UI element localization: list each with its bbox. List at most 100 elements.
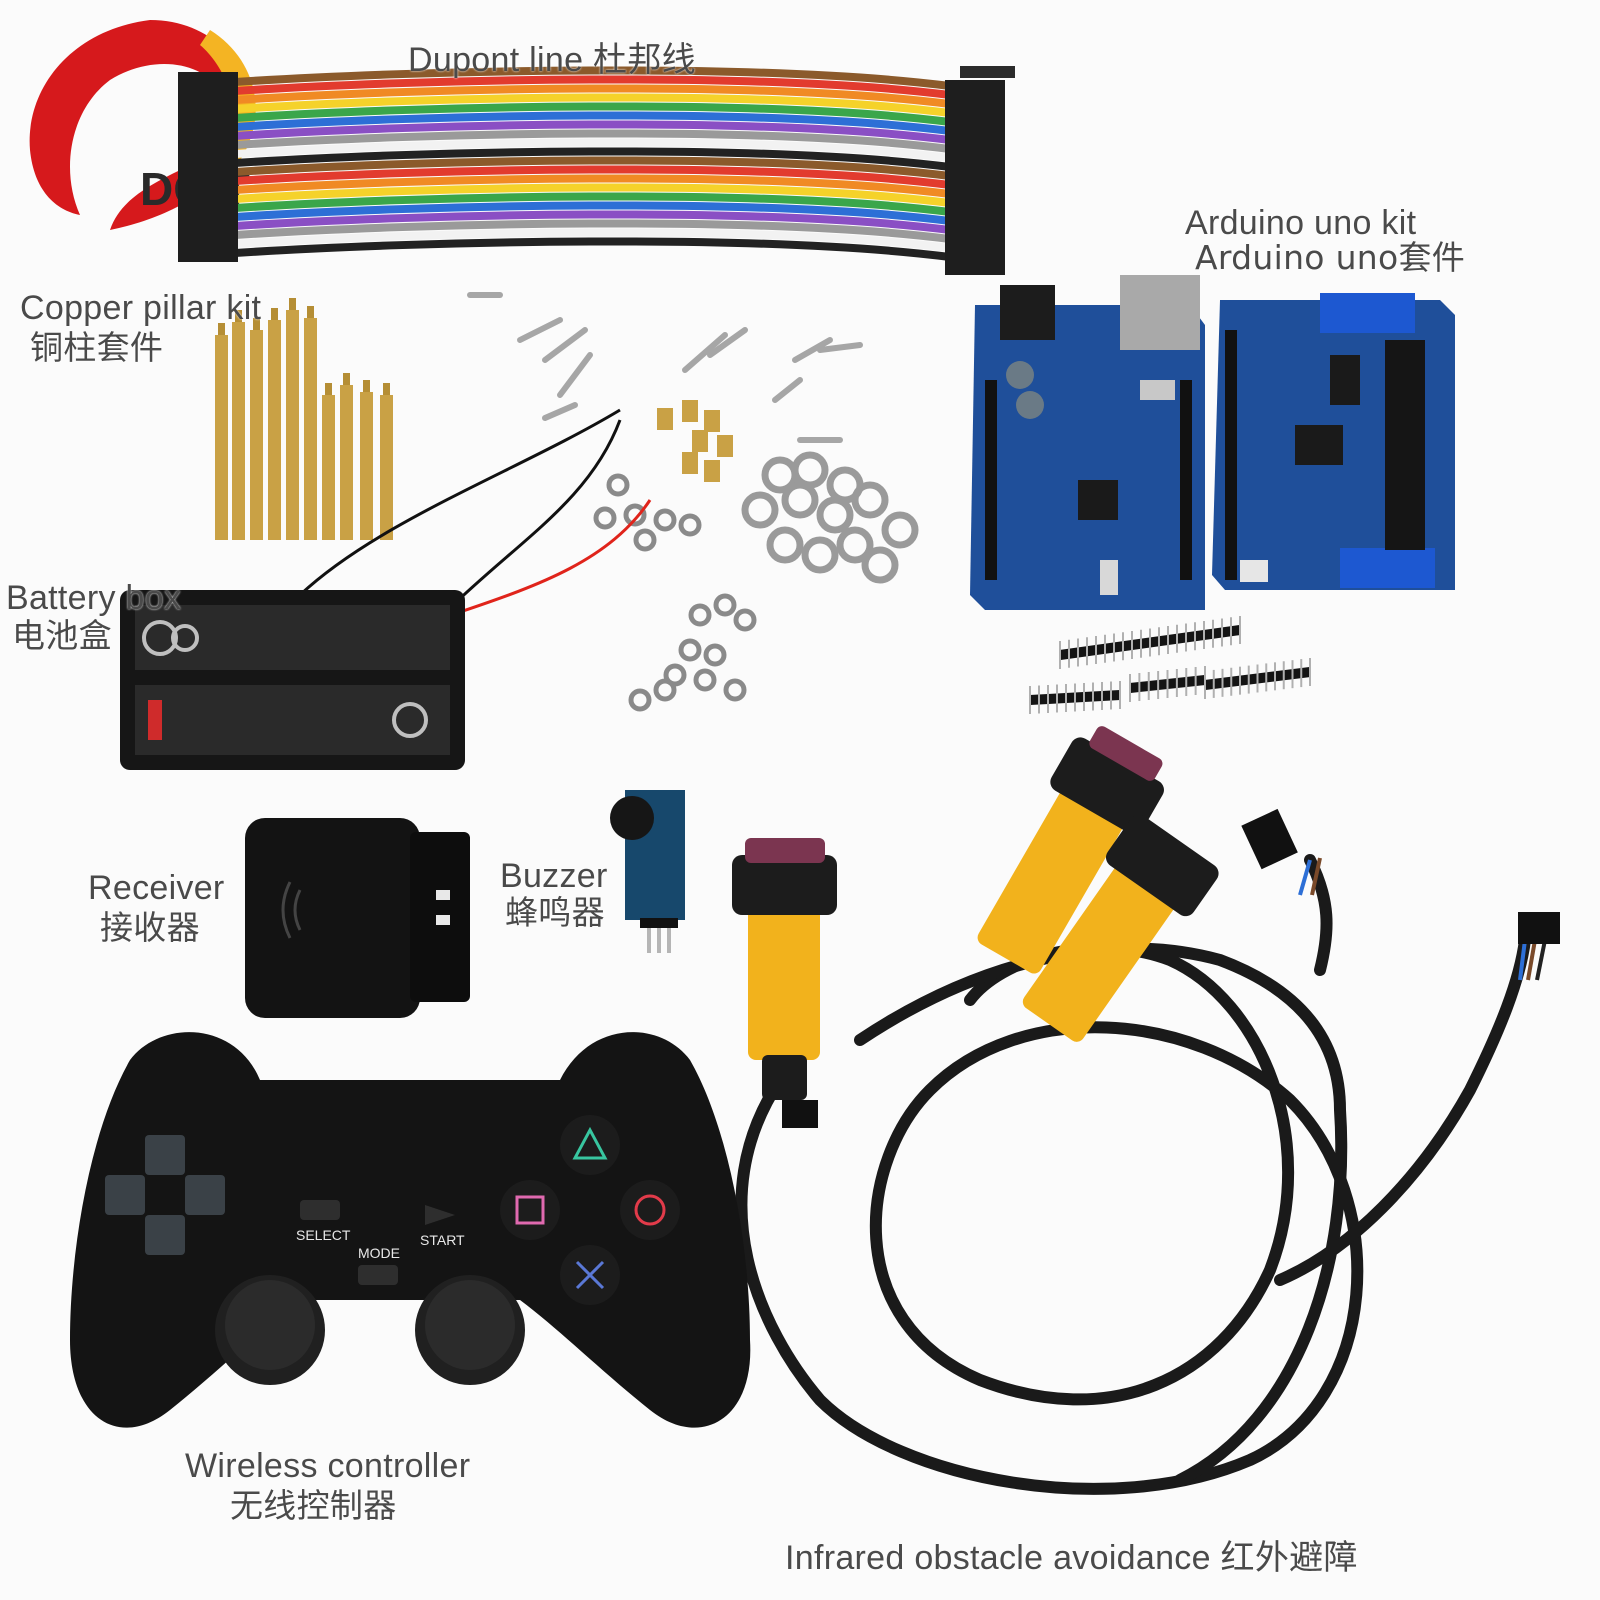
nut [733, 608, 757, 632]
dupont-wire [234, 147, 951, 171]
wireless-controller: SELECT MODE START [70, 1032, 751, 1428]
label-arduino-zh: Arduino uno套件 [1195, 238, 1466, 277]
nut [723, 678, 747, 702]
brass-standoff [682, 452, 698, 474]
dupont-wire [234, 75, 951, 99]
nut [703, 643, 727, 667]
brass-pillar [360, 392, 373, 540]
label-arduino-en: Arduino uno kit [1185, 204, 1417, 242]
dupont-wire [234, 156, 951, 180]
brass-pillar [268, 320, 281, 540]
screw [707, 327, 748, 358]
ir-connector-left [782, 1100, 818, 1128]
buzzer-module [610, 790, 685, 953]
label-buzzer-zh: 蜂鸣器 [505, 893, 605, 932]
label-battery-zh: 电池盒 [12, 616, 112, 655]
dupont-wire [234, 210, 951, 234]
nut [678, 513, 702, 537]
brass-standoff [692, 430, 708, 452]
screw [557, 352, 593, 398]
mode-button [358, 1265, 398, 1285]
brass-pillar [286, 310, 299, 540]
dupont-wire [234, 219, 951, 243]
nut [593, 506, 617, 530]
label-controller-en: Wireless controller [185, 1447, 471, 1485]
dupont-wire [234, 84, 951, 108]
nut [623, 503, 647, 527]
screw [542, 327, 588, 363]
label-dupont-line: Dupont line 杜邦线 [408, 41, 696, 79]
washer [861, 546, 899, 584]
motor-shield-board [1212, 293, 1455, 590]
mcu-chip [1078, 480, 1118, 520]
label-copper-zh: 铜柱套件 [30, 328, 164, 367]
washer [881, 511, 919, 549]
ir-sensor-1 [748, 880, 820, 1060]
dupont-wire [234, 93, 951, 117]
dupont-wire [234, 102, 951, 126]
brass-standoff [657, 408, 673, 430]
ir-connector-mid [1241, 808, 1298, 870]
screw [542, 402, 578, 421]
ir-connector-right [1518, 912, 1560, 944]
dupont-wire [234, 228, 951, 252]
ir-sensor-2 [977, 778, 1130, 974]
screw [792, 337, 833, 363]
dupont-wire [234, 201, 951, 225]
dupont-wire [234, 129, 951, 153]
brass-standoff [704, 410, 720, 432]
brass-standoff [704, 460, 720, 482]
uno-pcb [970, 305, 1205, 610]
screws-and-nuts [467, 292, 919, 712]
nut [713, 593, 737, 617]
brass-pillar [250, 330, 263, 540]
dupont-wire [234, 120, 951, 144]
screw-terminal-bottom [1340, 548, 1435, 588]
label-copper-en: Copper pillar kit [20, 289, 262, 327]
brass-pillar [215, 335, 228, 540]
washer [791, 451, 829, 489]
start-label: START [420, 1232, 465, 1248]
select-label: SELECT [296, 1227, 351, 1243]
label-controller-zh: 无线控制器 [230, 1486, 397, 1525]
brass-standoff [717, 435, 733, 457]
cross-button-icon [575, 1260, 605, 1290]
nut [693, 668, 717, 692]
triangle-button-icon [572, 1126, 608, 1160]
washer [741, 491, 779, 529]
dupont-wire [234, 192, 951, 216]
start-button [425, 1205, 455, 1225]
washer [781, 481, 819, 519]
usb-port [1120, 275, 1200, 350]
washer [836, 526, 874, 564]
circle-button-icon [634, 1194, 666, 1226]
square-button-icon [515, 1195, 545, 1225]
brass-standoff [682, 400, 698, 422]
screw [772, 377, 803, 403]
label-infrared: Infrared obstacle avoidance 红外避障 [785, 1539, 1358, 1577]
left-connectors [178, 72, 238, 262]
washer [766, 526, 804, 564]
nut [663, 663, 687, 687]
power-jack [1000, 285, 1055, 340]
buzzer-disc [610, 796, 654, 840]
dupont-wire [234, 237, 951, 261]
dupont-wire [234, 165, 951, 189]
receiver-body [245, 818, 420, 1018]
select-button [300, 1200, 340, 1220]
brass-pillar [322, 395, 335, 540]
ribbon-wires [234, 66, 951, 261]
label-receiver-en: Receiver [88, 869, 225, 907]
nut [633, 528, 657, 552]
dpad [105, 1135, 225, 1255]
washer [851, 481, 889, 519]
dupont-wire [234, 111, 951, 135]
dupont-wire-ribbon [178, 66, 1015, 275]
washer [801, 536, 839, 574]
battery-box [120, 408, 652, 770]
nut [688, 603, 712, 627]
arduino-uno-board [970, 275, 1205, 610]
screw [817, 342, 863, 353]
dupont-wire [234, 183, 951, 207]
